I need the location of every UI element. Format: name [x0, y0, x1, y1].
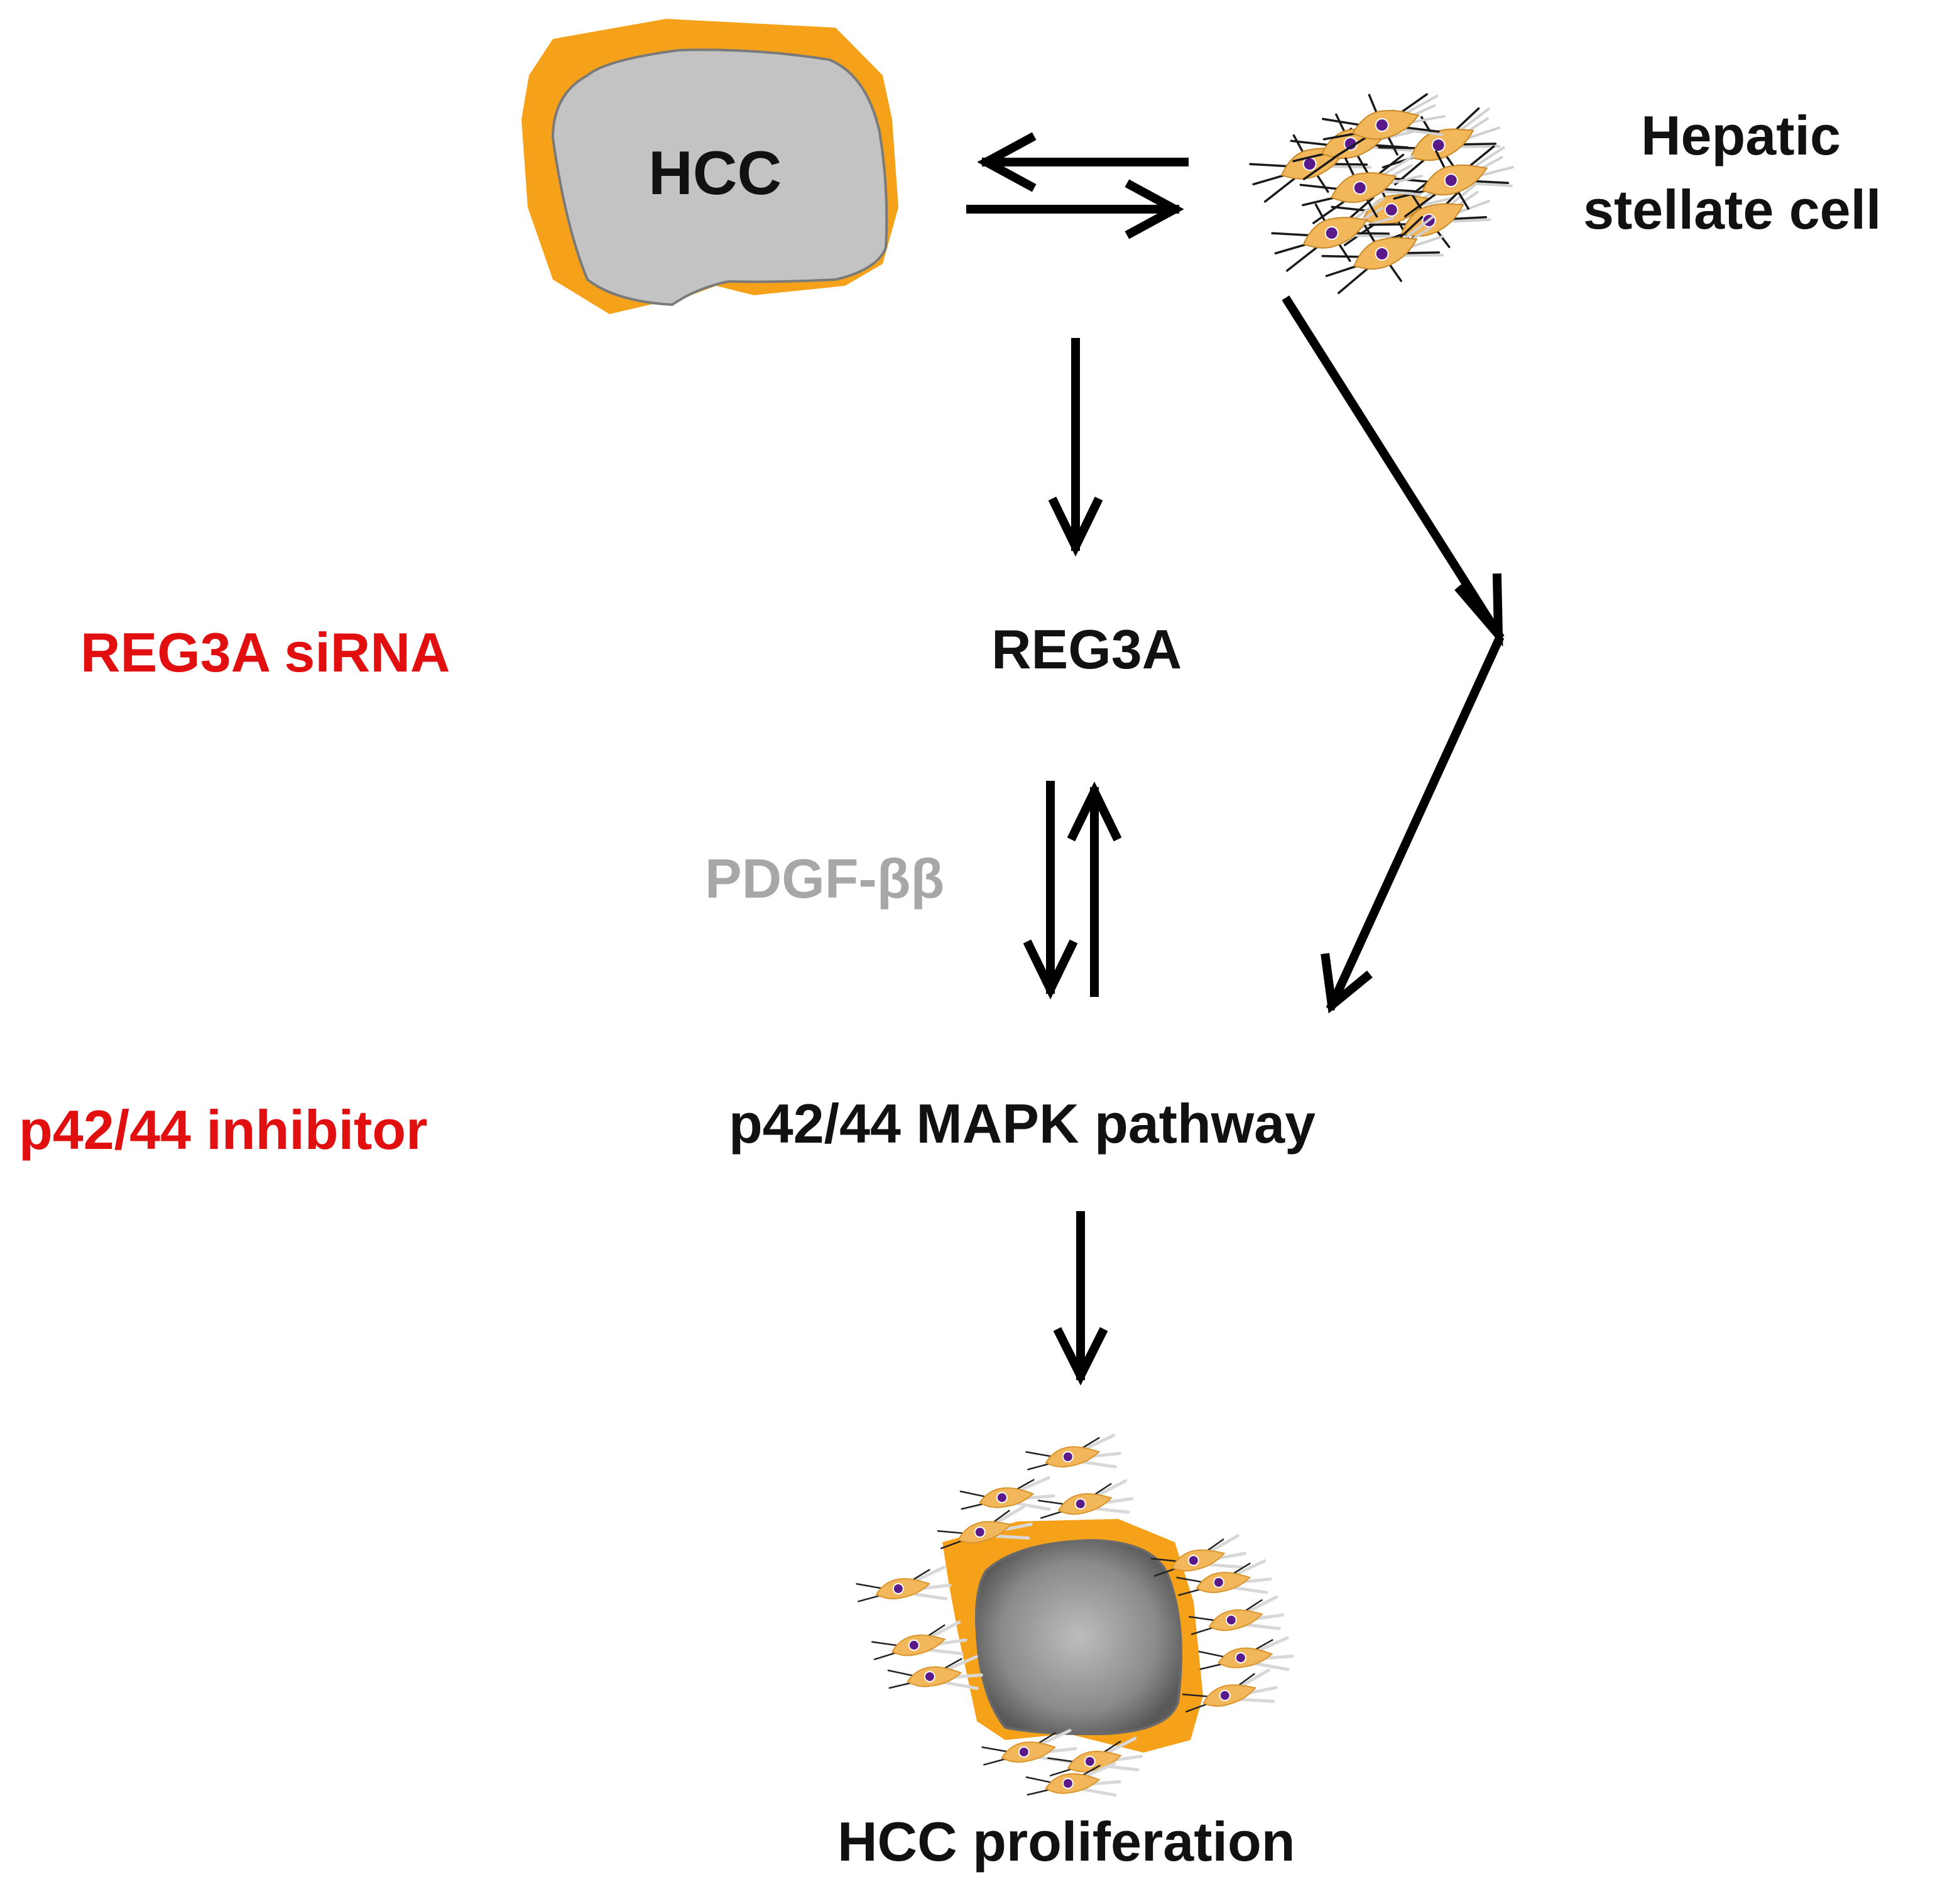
hepatic-stellate-label-line1: Hepatic [1641, 104, 1841, 166]
reg3a-sirna-label: REG3A siRNA [80, 621, 450, 683]
hcc-proliferation-icon [855, 1435, 1294, 1807]
arrow-bend-to-mapk [1321, 634, 1505, 1014]
inhibitor-label: p42/44 inhibitor [19, 1099, 428, 1161]
arrow-to-proliferation [1053, 1211, 1108, 1386]
arrows [966, 132, 1505, 1386]
hcc-proliferation-label: HCC proliferation [837, 1810, 1295, 1873]
mapk-pathway-label: p42/44 MAPK pathway [729, 1092, 1316, 1155]
arrow-to-hcc [977, 132, 1189, 192]
hcc-tumor-icon [521, 19, 898, 314]
arrow-reg3a-to-mapk [1023, 781, 1078, 1000]
arrow-stellate-bend [1282, 295, 1505, 647]
arrow-to-stellate [966, 179, 1184, 239]
pdgf-label: PDGF-ββ [705, 847, 945, 910]
hepatic-stellate-label-line2: stellate cell [1583, 178, 1882, 241]
arrow-mapk-to-reg3a [1067, 781, 1122, 997]
hcc-label: HCC [648, 138, 782, 207]
arrow-to-reg3a [1048, 338, 1103, 557]
reg3a-label: REG3A [991, 618, 1182, 680]
stellate-cell-cluster-icon [1241, 79, 1522, 306]
